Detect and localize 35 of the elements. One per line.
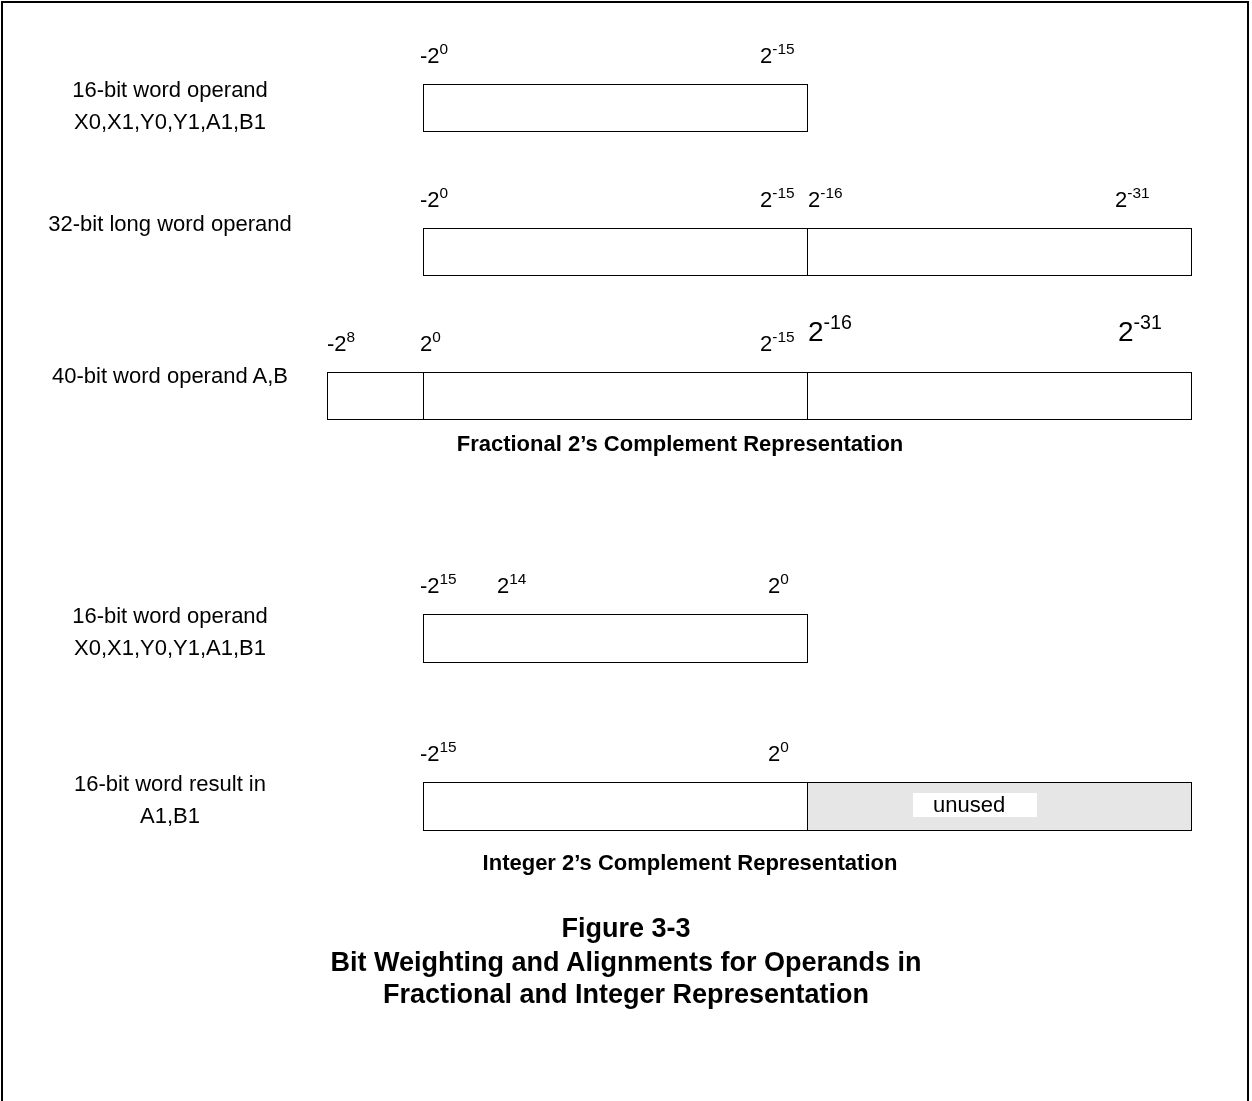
bit-weight-label: -2$^{15}$ <box>420 570 457 600</box>
operand-label: 16-bit word operand X0,X1,Y0,Y1,A1,B1 <box>71 76 269 136</box>
section-heading: Fractional 2’s Complement Representation <box>455 430 905 458</box>
bit-weight-label: 2$^{-31}$ <box>1118 316 1162 348</box>
bit-weight-label: -2$^{0}$ <box>420 184 449 214</box>
bit-weight-label: -2$^{8}$ <box>327 328 356 358</box>
register-field-box <box>423 228 808 276</box>
operand-label: 40-bit word operand A,B <box>50 362 289 390</box>
register-field-box <box>423 614 808 663</box>
register-field-box <box>807 228 1192 276</box>
bit-weight-label: -2$^{0}$ <box>420 40 449 70</box>
bit-weight-label: 2$^{-16}$ <box>808 316 852 348</box>
bit-weight-label: 2$^{0}$ <box>768 570 789 600</box>
register-field-box <box>807 372 1192 420</box>
field-label: unused <box>913 793 1038 817</box>
bit-weight-label: 2$^{-15}$ <box>760 184 795 214</box>
register-field-box <box>423 84 808 132</box>
bit-weight-label: 2$^{0}$ <box>768 738 789 768</box>
bit-weight-label: 2$^{-31}$ <box>1115 184 1150 214</box>
operand-label: 16-bit word operand X0,X1,Y0,Y1,A1,B1 <box>71 602 269 662</box>
section-heading: Integer 2’s Complement Representation <box>481 849 899 877</box>
register-field-box <box>423 782 808 831</box>
register-field-box <box>423 372 808 420</box>
bit-weight-label: 2$^{-15}$ <box>760 40 795 70</box>
bit-weight-label: 2$^{14}$ <box>497 570 527 600</box>
operand-label: 32-bit long word operand <box>47 210 293 238</box>
figure-number: Figure 3-3 <box>560 912 692 944</box>
figure-caption: Bit Weighting and Alignments for Operands in Fractional and Integer Representation <box>329 946 923 1010</box>
bit-weight-label: 2$^{-16}$ <box>808 184 843 214</box>
unused-field-box <box>807 782 1192 831</box>
register-field-box <box>327 372 424 420</box>
bit-weight-label: 2$^{-15}$ <box>760 328 795 358</box>
operand-label: 16-bit word result in A1,B1 <box>73 770 267 830</box>
bit-weight-label: -2$^{15}$ <box>420 738 457 768</box>
bit-weight-label: 2$^{0}$ <box>420 328 441 358</box>
